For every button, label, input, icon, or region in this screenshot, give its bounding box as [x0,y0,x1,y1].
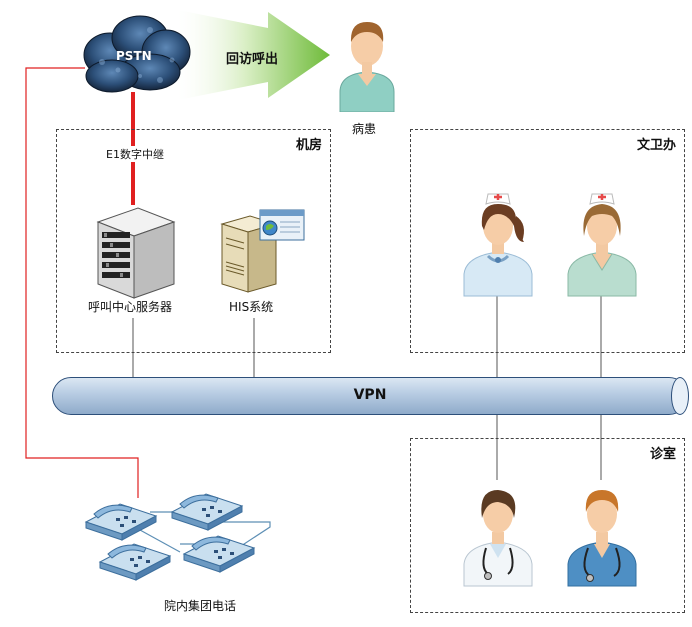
server-icon [96,207,176,299]
vpn-pipe: VPN [52,377,689,415]
phone-1 [84,503,158,541]
vpn-pipe-end [671,377,689,415]
arrow-shape [178,10,330,100]
vpn-label: VPN [353,387,387,403]
zone-clinic-title: 诊室 [649,447,676,462]
phone-4 [182,535,256,573]
zone-office: 文卫办 [410,129,685,353]
zone-machine-room-title: 机房 [295,138,322,153]
call-center-label: 呼叫中心服务器 [88,300,173,314]
phone-2 [170,493,244,531]
arrow-label: 回访呼出 [226,52,279,67]
zone-office-title: 文卫办 [636,138,676,153]
pstn-label: PSTN [116,49,152,63]
phones-icon [84,493,271,581]
pstn-to-phones-line [25,67,139,498]
e1-label: E1数字中继 [104,146,166,162]
nurse-icon-1 [463,193,533,297]
doctor-icon-2 [567,490,637,587]
patient-label: 病患 [352,122,377,136]
zone-clinic: 诊室 [410,438,685,613]
zone-machine-room: 机房 [56,129,331,353]
phone-3 [98,543,172,581]
his-label: HIS系统 [229,300,274,314]
doctor-icon-1 [463,490,533,587]
nurse-icon-2 [567,193,637,297]
patient-icon [339,22,395,112]
his-server-icon [220,209,305,293]
phones-label: 院内集团电话 [164,599,237,613]
